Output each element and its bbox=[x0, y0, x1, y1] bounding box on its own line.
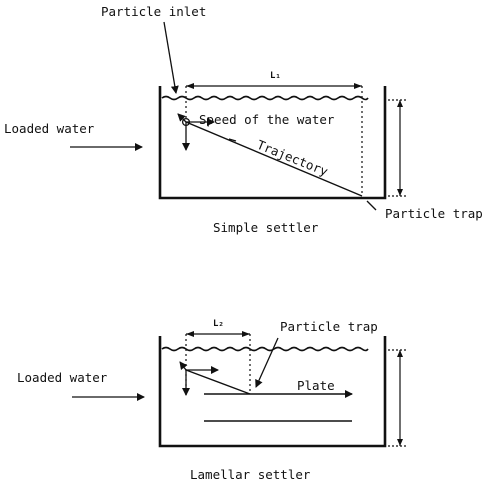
simple-trajectory-line bbox=[185, 121, 363, 197]
lamellar-water-surface bbox=[161, 346, 369, 352]
simple-settler-caption: Simple settler bbox=[213, 220, 319, 235]
lamellar-resultant-vector bbox=[179, 361, 188, 371]
simple-particle-trap-label: Particle trap bbox=[385, 206, 483, 221]
simple-depth-arrow-top bbox=[397, 100, 403, 107]
lamellar-plate-label: Plate bbox=[297, 378, 335, 393]
simple-length-arrow-right bbox=[354, 83, 362, 89]
lamellar-particle-trap-pointer bbox=[255, 337, 279, 388]
simple-trajectory-tick bbox=[228, 138, 237, 142]
simple-loaded-water-label: Loaded water bbox=[4, 121, 95, 136]
simple-particle-inlet-pointer bbox=[163, 21, 179, 94]
lamellar-trajectory-line bbox=[185, 369, 251, 395]
simple-settler: L₁ Particle inlet Loaded water Speed of … bbox=[4, 4, 483, 235]
lamellar-settler: L₂ Particle trap Loaded water Plate Lame… bbox=[17, 319, 406, 482]
simple-particle-inlet-label: Particle inlet bbox=[101, 4, 206, 19]
lamellar-depth-arrow-top bbox=[397, 350, 403, 357]
simple-depth-arrow-bottom bbox=[397, 189, 403, 196]
simple-tank-outline bbox=[158, 86, 387, 200]
simple-length-label: L₁ bbox=[270, 71, 281, 81]
simple-water-surface bbox=[161, 95, 369, 101]
lamellar-loaded-water-label: Loaded water bbox=[17, 370, 108, 385]
simple-particle-trap-pointer bbox=[366, 200, 377, 211]
lamellar-particle-trap-label: Particle trap bbox=[280, 319, 378, 334]
simple-length-arrow-left bbox=[186, 83, 194, 89]
simple-trajectory-label: Trajectory bbox=[255, 137, 331, 179]
lamellar-tank-outline bbox=[158, 336, 387, 448]
lamellar-settler-caption: Lamellar settler bbox=[190, 467, 311, 482]
simple-resultant-vector bbox=[177, 113, 187, 123]
lamellar-length-label: L₂ bbox=[213, 319, 224, 329]
simple-speed-of-water-label: Speed of the water bbox=[199, 112, 335, 127]
lamellar-depth-arrow-bottom bbox=[397, 439, 403, 446]
lamellar-length-arrow-right bbox=[242, 331, 250, 337]
lamellar-length-arrow-left bbox=[186, 331, 194, 337]
